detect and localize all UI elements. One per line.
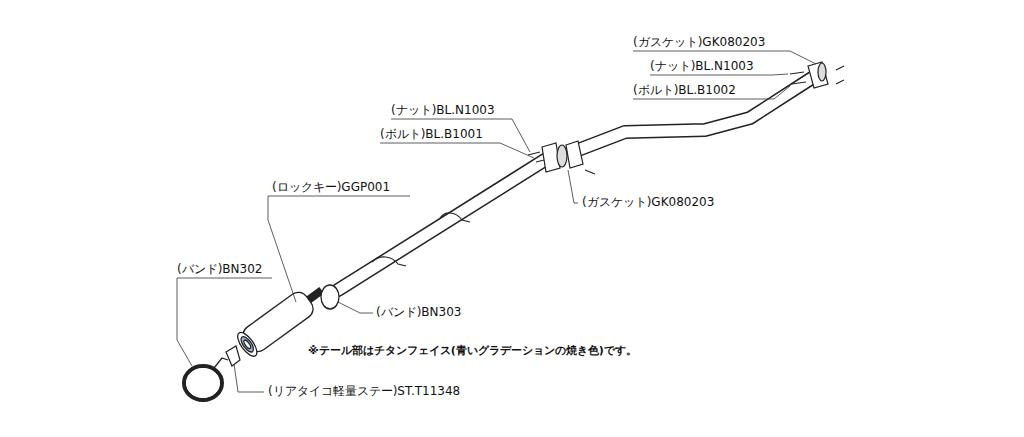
part-label: (バンド)BN303 [376, 305, 461, 320]
leader-line [338, 302, 373, 313]
flange [566, 141, 583, 168]
leader-lines [177, 51, 816, 392]
hanger [440, 213, 470, 222]
pipes [338, 78, 812, 290]
band-ring [184, 366, 222, 400]
band-ring-inner [187, 369, 219, 397]
part-label: (ナット)BL.N1003 [391, 103, 495, 118]
flange [808, 62, 828, 88]
part-label: (バンド)BN302 [177, 262, 262, 277]
stay [226, 346, 240, 366]
titanium-tail [239, 335, 256, 354]
front-pipe-outline [338, 158, 548, 290]
hanger [372, 257, 406, 266]
part-label: (ナット)BL.N1003 [650, 59, 754, 74]
part-label: (ボルト)BL.B1001 [380, 127, 483, 142]
leader-line [650, 74, 788, 75]
gasket [818, 63, 826, 81]
flanges [528, 62, 844, 174]
rear-pipe-outline [578, 78, 812, 150]
muffler-body [239, 288, 317, 355]
tail-bore [243, 339, 252, 349]
note-text: ※テール部はチタンフェイス(青いグラデーションの焼き色)です。 [308, 343, 637, 358]
nut [536, 160, 544, 162]
band-bn303 [321, 285, 339, 309]
part-label: (ガスケット)GK080203 [582, 195, 714, 210]
nut [790, 72, 804, 74]
part-label: (ガスケット)GK080203 [633, 35, 765, 50]
part-label: (ボルト)BL.B1002 [633, 83, 736, 98]
leader-line [177, 278, 272, 366]
bolt [836, 66, 844, 70]
rear-pipe-fill [578, 78, 812, 150]
gasket [557, 145, 567, 167]
leader-line [234, 364, 264, 392]
bolt [792, 82, 806, 84]
muffler-inlet [309, 290, 322, 299]
leader-line [568, 170, 578, 203]
part-label: (リアタイコ軽量ステー)ST.T11348 [268, 384, 460, 399]
front-pipe-fill [338, 158, 548, 290]
bolt [585, 170, 595, 174]
bolt [528, 152, 540, 155]
leader-line [380, 143, 534, 158]
band-bolt [214, 358, 228, 368]
part-label: (ロックキー)GGP001 [272, 180, 390, 195]
hangers [372, 213, 470, 266]
nut [836, 80, 844, 84]
leader-line [268, 196, 410, 302]
